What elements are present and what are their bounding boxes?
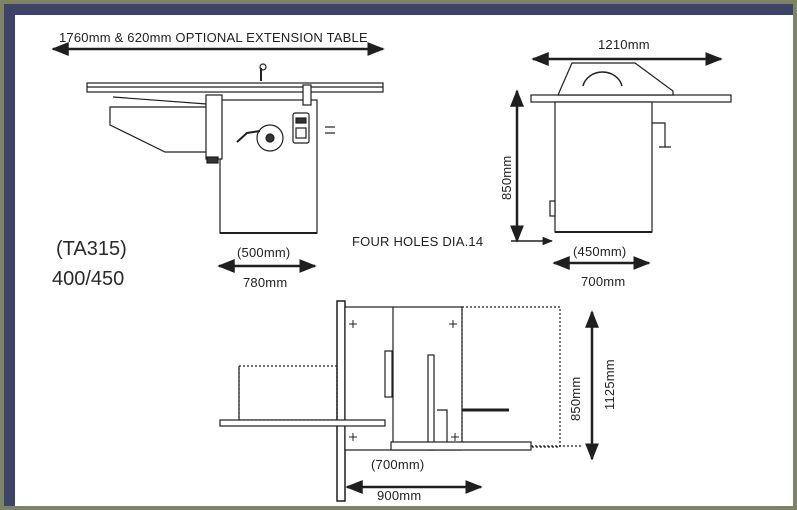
model-code-label: (TA315) (56, 238, 127, 260)
blue-border-frame: 1760mm & 620mm OPTIONAL EXTENSION TABLE … (4, 4, 793, 506)
blade-guard (557, 62, 674, 96)
side-700-label: 700mm (581, 274, 626, 289)
plan-view-saw (219, 300, 599, 502)
plan-850-label: 850mm (568, 376, 583, 421)
model-size-label: 400/450 (52, 268, 125, 290)
plan-1125-label: 1125mm (602, 359, 617, 410)
front-780-label: 780mm (243, 275, 288, 290)
side-view-saw (510, 52, 732, 270)
plan-700-label: (700mm) (371, 457, 425, 472)
sliding-carriage-fence (336, 300, 346, 502)
technical-drawing (51, 42, 732, 502)
front-view-saw (51, 42, 385, 273)
front-500-label: (500mm) (237, 245, 291, 260)
side-450-label: (450mm) (573, 244, 627, 259)
four-holes-label: FOUR HOLES DIA.14 (352, 234, 484, 249)
extension-table-label: 1760mm & 620mm OPTIONAL EXTENSION TABLE (59, 30, 368, 45)
width-1210-label: 1210mm (598, 37, 650, 52)
height-850-side-label: 850mm (499, 155, 514, 200)
drawing-sheet: 1760mm & 620mm OPTIONAL EXTENSION TABLE … (15, 15, 793, 506)
plan-900-label: 900mm (377, 488, 422, 503)
